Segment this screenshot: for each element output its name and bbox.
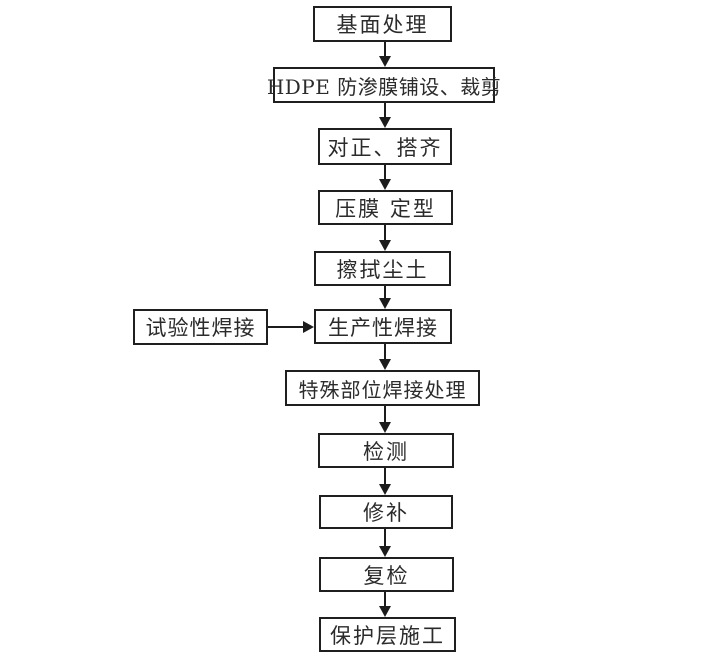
- flow-node-label: 擦拭尘土: [336, 257, 429, 282]
- connector-line: [384, 468, 386, 484]
- connector-line: [268, 325, 303, 328]
- flow-connector-down: [379, 103, 391, 128]
- connector-line: [384, 592, 386, 606]
- flow-node-protective-layer-construction: 保护层施工: [319, 617, 456, 652]
- arrow-down-icon: [379, 117, 391, 128]
- flow-node-label: 基面处理: [336, 13, 429, 37]
- arrow-down-icon: [379, 422, 391, 433]
- flow-connector-down: [379, 286, 391, 309]
- flow-node-label: 对正、搭齐: [327, 135, 443, 160]
- connector-line: [384, 42, 386, 56]
- arrow-down-icon: [379, 484, 391, 495]
- flow-node-label: 试验性焊接: [145, 316, 256, 340]
- connector-line: [384, 344, 386, 359]
- flow-node-align-overlap: 对正、搭齐: [318, 128, 452, 165]
- flow-node-label: HDPE 防渗膜铺设、裁剪: [266, 74, 502, 99]
- flow-connector-down: [379, 406, 391, 433]
- arrow-down-icon: [379, 359, 391, 370]
- flow-node-label: 检测: [363, 439, 409, 464]
- flow-node-label: 修补: [363, 501, 409, 525]
- flow-node-label: 压膜 定型: [335, 196, 436, 221]
- flow-connector-down: [379, 165, 391, 190]
- flow-node-repair: 修补: [319, 495, 453, 529]
- flow-node-production-welding: 生产性焊接: [314, 309, 452, 344]
- arrow-down-icon: [379, 546, 391, 557]
- flow-connector-down: [379, 529, 391, 557]
- flow-node-label: 复检: [363, 563, 410, 588]
- arrow-down-icon: [379, 298, 391, 309]
- arrow-down-icon: [379, 56, 391, 67]
- connector-line: [384, 165, 386, 179]
- flow-connector-down: [379, 592, 391, 617]
- connector-line: [384, 529, 386, 546]
- flow-node-press-film-shaping: 压膜 定型: [318, 190, 453, 225]
- flow-node-label: 生产性焊接: [328, 315, 438, 340]
- flow-node-trial-welding: 试验性焊接: [133, 309, 268, 345]
- flow-node-re-inspection: 复检: [319, 557, 454, 592]
- flow-connector-down: [379, 42, 391, 67]
- flow-connector-down: [379, 468, 391, 495]
- flow-node-base-surface-treatment: 基面处理: [313, 6, 452, 42]
- connector-line: [384, 286, 386, 298]
- arrow-down-icon: [379, 240, 391, 251]
- flow-connector-down: [379, 344, 391, 370]
- flow-node-hdpe-membrane-laying-cutting: HDPE 防渗膜铺设、裁剪: [267, 67, 501, 103]
- arrow-down-icon: [379, 179, 391, 190]
- flow-node-inspection: 检测: [318, 433, 454, 468]
- arrow-down-icon: [379, 606, 391, 617]
- flow-connector-down: [379, 225, 391, 251]
- flow-node-label: 特殊部位焊接处理: [298, 377, 467, 402]
- flow-node-label: 保护层施工: [330, 623, 445, 648]
- flow-connector-right: [268, 320, 314, 333]
- connector-line: [384, 406, 386, 422]
- connector-line: [384, 103, 386, 117]
- arrow-right-icon: [303, 320, 314, 333]
- flow-node-wipe-dust: 擦拭尘土: [314, 251, 451, 286]
- connector-line: [384, 225, 386, 240]
- flow-node-special-parts-welding: 特殊部位焊接处理: [285, 370, 480, 406]
